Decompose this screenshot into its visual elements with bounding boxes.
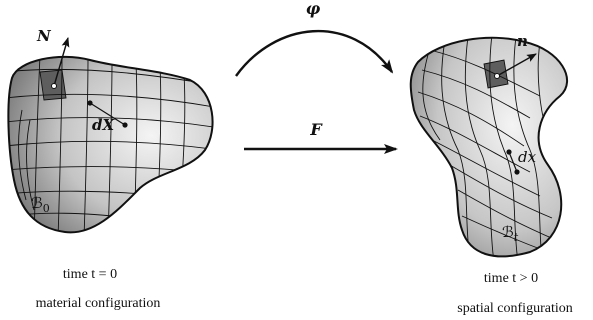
spatial-point-start [506,149,512,155]
material-point-start [87,100,93,106]
spatial-time-caption: time t > 0 [484,271,538,286]
spatial-normal-label: n [517,32,528,50]
material-normal-label: N [36,27,52,45]
motion-arrow [235,29,394,77]
spatial-body: n dx ℬt [409,32,568,258]
material-element-label: dX [92,116,115,134]
material-body-outline [7,55,214,234]
spatial-point-end [514,169,520,175]
gradient-label: F [309,120,323,139]
spatial-normal-arrow [496,53,537,77]
spatial-body-outline [409,36,568,258]
spatial-element-label: dx [518,148,537,166]
material-normal-arrow [53,37,70,87]
spatial-normal-base-icon [494,73,500,79]
spatial-domain-label: ℬt [502,223,519,244]
material-normal-base-icon [51,83,57,89]
motion-label: φ [306,0,321,18]
material-time-caption: time t = 0 [63,267,117,282]
spatial-body-shape [410,37,568,257]
material-domain-label: ℬ0 [31,194,50,215]
deformation-gradient-mapping: F [244,120,398,154]
spatial-config-caption: spatial configuration [457,301,572,316]
spatial-line-element [508,151,518,173]
material-body: N dX ℬ0 [7,27,214,234]
motion-mapping: φ [235,0,394,77]
material-point-end [122,122,128,128]
material-line-element [89,102,126,126]
material-config-caption: material configuration [36,296,161,311]
